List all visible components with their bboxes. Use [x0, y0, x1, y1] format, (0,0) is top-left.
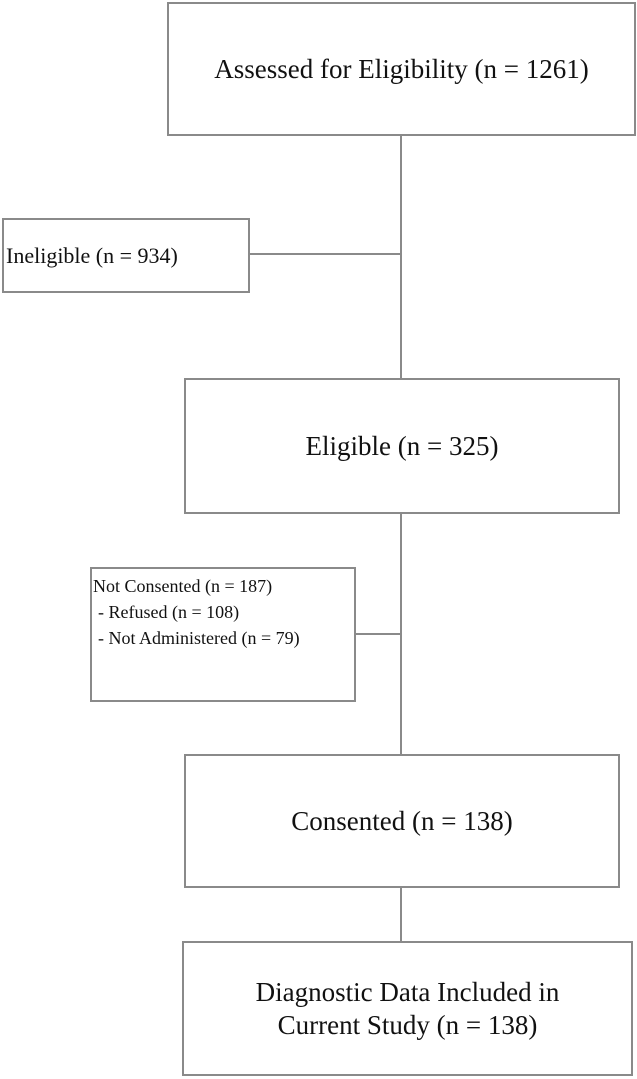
- connector-ineligible-branch: [250, 253, 401, 255]
- connector-main-1: [400, 136, 402, 378]
- connector-main-3: [400, 888, 402, 941]
- eligible-label: Eligible (n = 325): [305, 430, 499, 461]
- included-line-1: Diagnostic Data Included in: [255, 977, 560, 1008]
- ineligible-label: Ineligible (n = 934): [6, 242, 178, 268]
- consented-label: Consented (n = 138): [291, 805, 513, 836]
- not-consented-box: Not Consented (n = 187) - Refused (n = 1…: [90, 567, 356, 702]
- consented-box: Consented (n = 138): [184, 754, 620, 888]
- refused-item: - Refused (n = 108): [98, 602, 240, 623]
- not-administered-item: - Not Administered (n = 79): [98, 628, 300, 649]
- included-line-2: Current Study (n = 138): [277, 1009, 538, 1040]
- assessed-box: Assessed for Eligibility (n = 1261): [167, 2, 636, 136]
- connector-main-2: [400, 514, 402, 754]
- ineligible-box: Ineligible (n = 934): [2, 218, 250, 293]
- eligible-box: Eligible (n = 325): [184, 378, 620, 514]
- connector-not-consented-branch: [356, 633, 401, 635]
- included-box: Diagnostic Data Included in Current Stud…: [182, 941, 633, 1076]
- assessed-label: Assessed for Eligibility (n = 1261): [214, 53, 589, 84]
- not-consented-title: Not Consented (n = 187): [93, 576, 273, 596]
